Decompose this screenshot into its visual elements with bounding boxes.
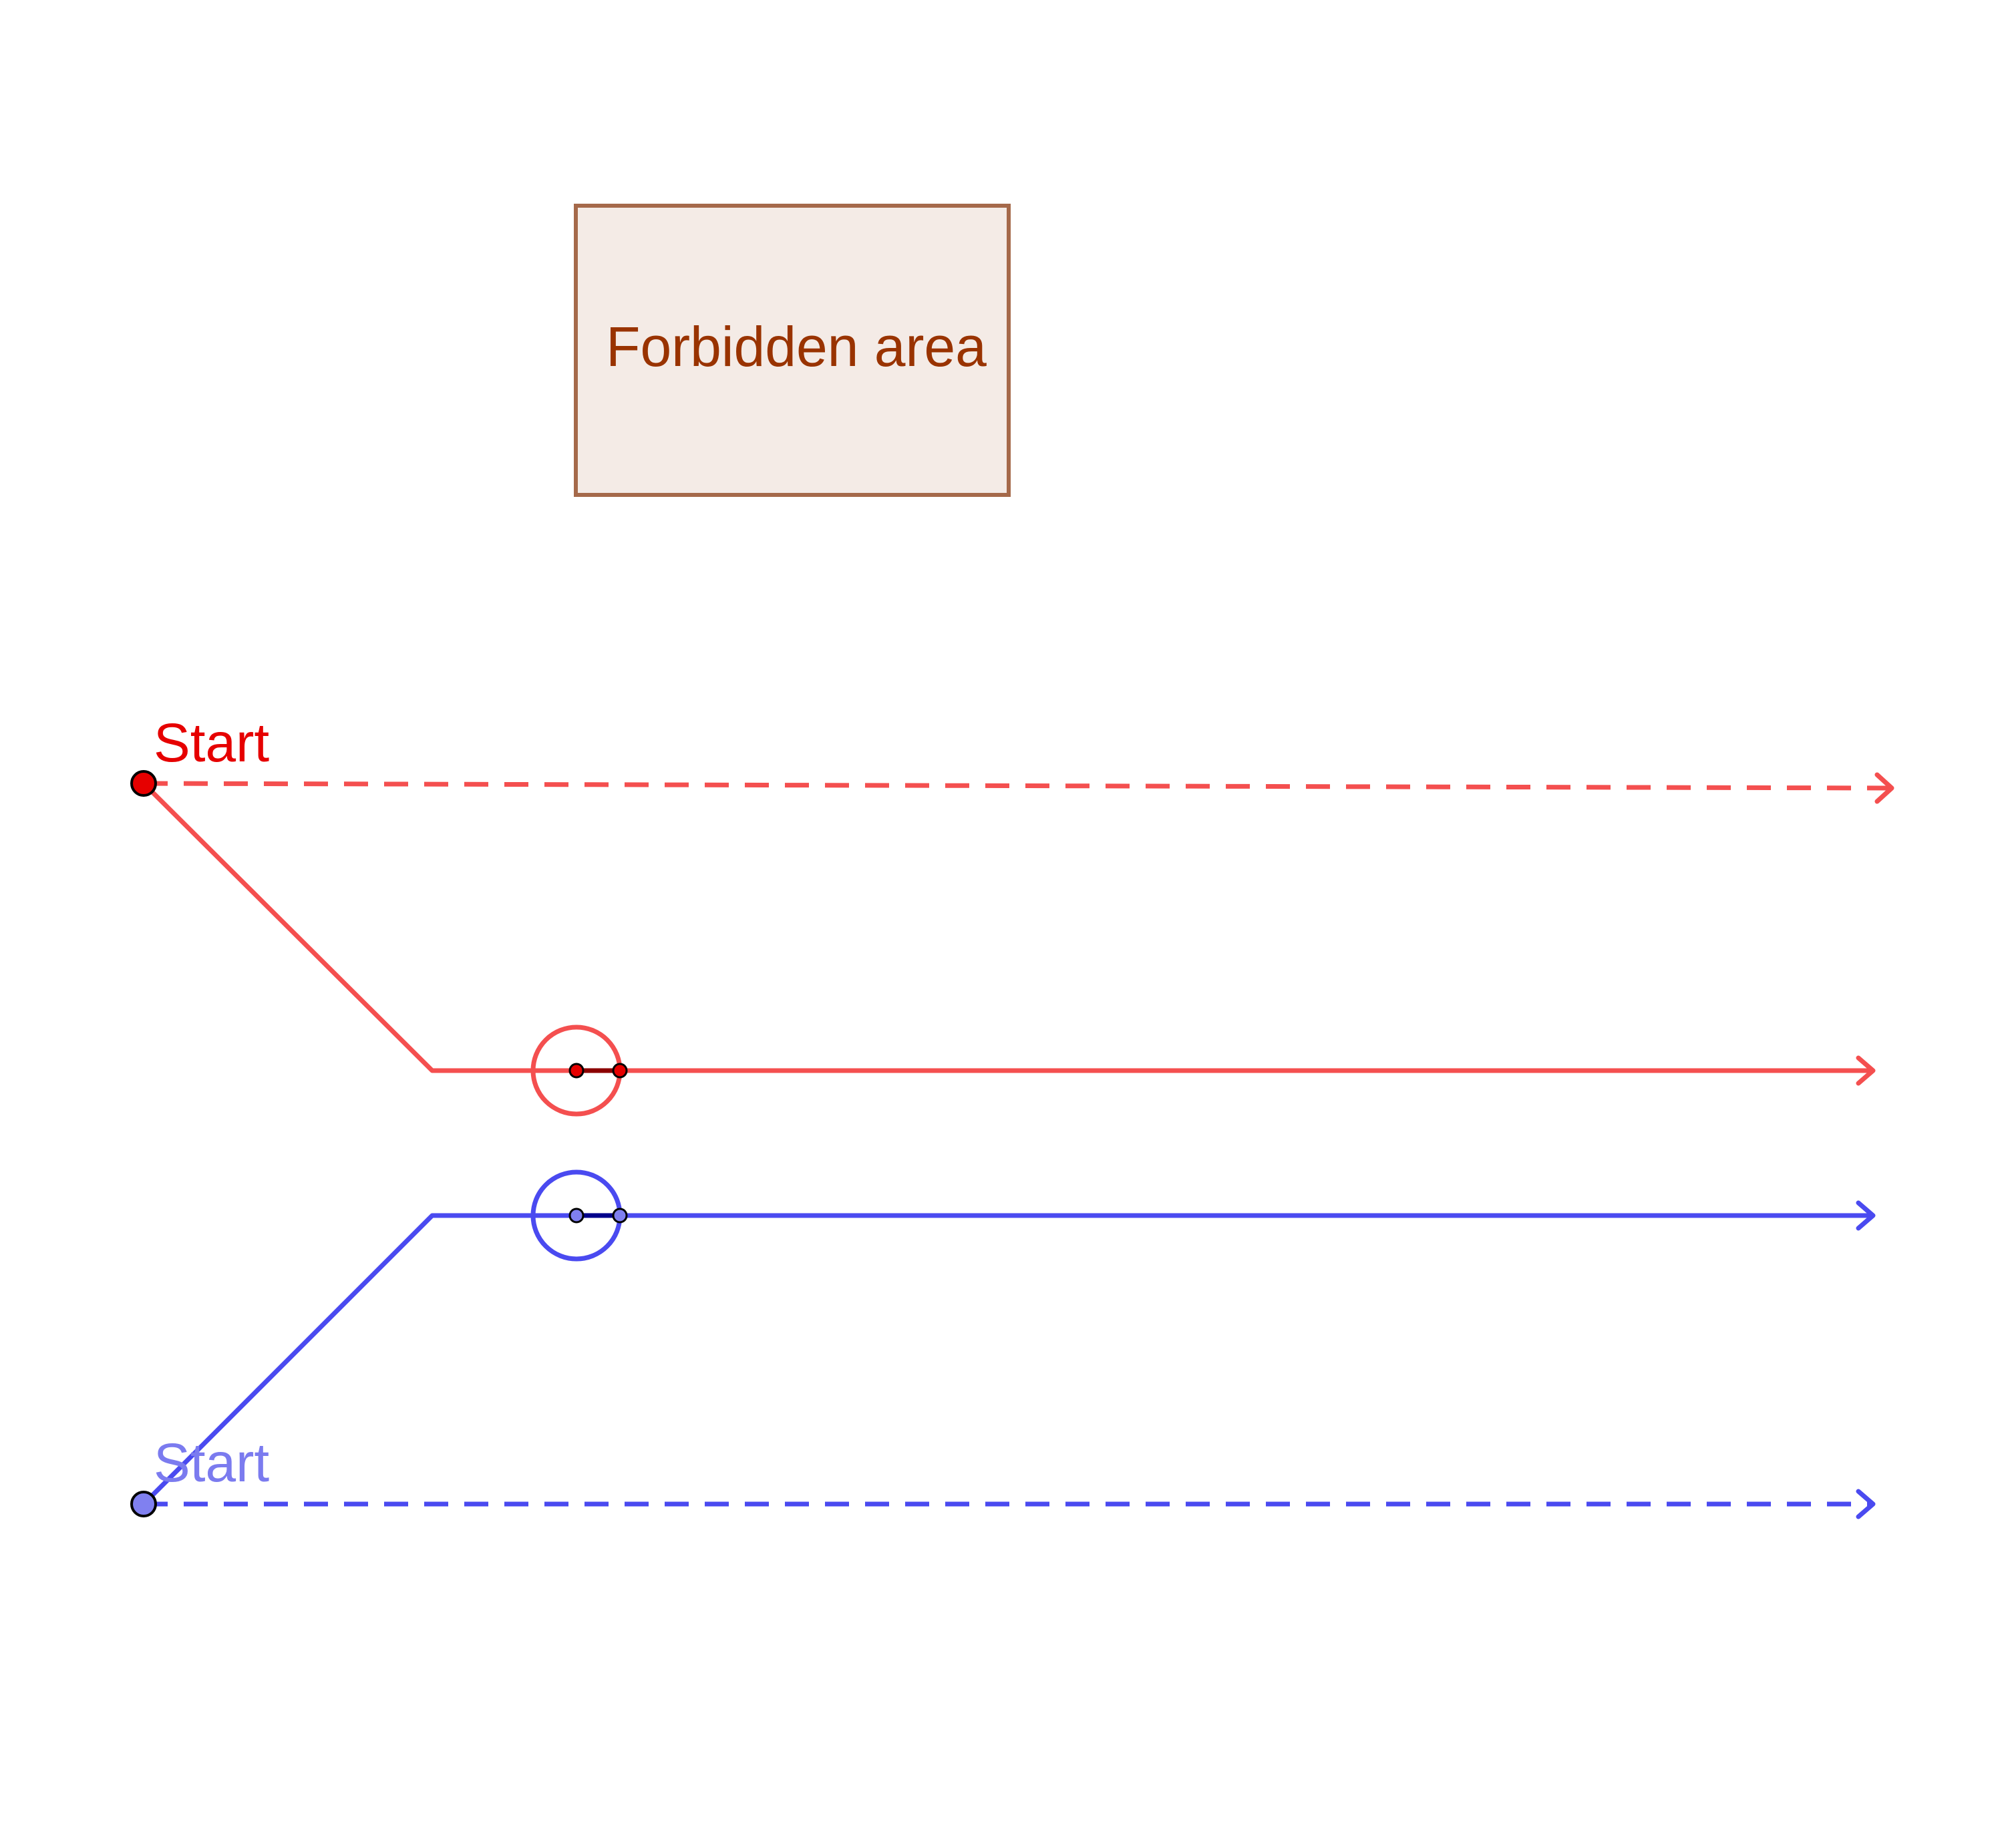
red-vehicle-center-point[interactable] (568, 1063, 584, 1079)
blue-start: Start (130, 1433, 269, 1517)
blue-solid-arrowhead (1856, 1200, 1876, 1231)
red-vehicle-edge-point[interactable] (612, 1063, 628, 1079)
red-dashed-line (143, 781, 1890, 791)
blue-start-label: Start (154, 1433, 269, 1493)
red-dashed-arrowhead (1874, 772, 1894, 804)
blue-vehicle-center-point[interactable] (568, 1208, 584, 1224)
red-solid-path (142, 781, 1876, 1117)
blue-start-point[interactable] (130, 1491, 157, 1517)
blue-solid-line (142, 1213, 1870, 1506)
red-start: Start (130, 713, 269, 797)
blue-dashed-arrowhead (1856, 1489, 1876, 1519)
forbidden-area-label: Forbidden area (606, 315, 987, 378)
red-start-point[interactable] (130, 770, 157, 797)
forbidden-area-box (574, 204, 1011, 497)
red-start-label: Start (154, 713, 269, 773)
red-dashed-path (143, 772, 1894, 804)
forbidden-area: Forbidden area (574, 204, 1011, 497)
blue-vehicle-edge-point[interactable] (612, 1208, 628, 1224)
blue-dashed-path (144, 1489, 1876, 1519)
red-solid-line (142, 781, 1870, 1073)
blue-solid-path (142, 1169, 1876, 1506)
red-solid-arrowhead (1856, 1055, 1876, 1086)
